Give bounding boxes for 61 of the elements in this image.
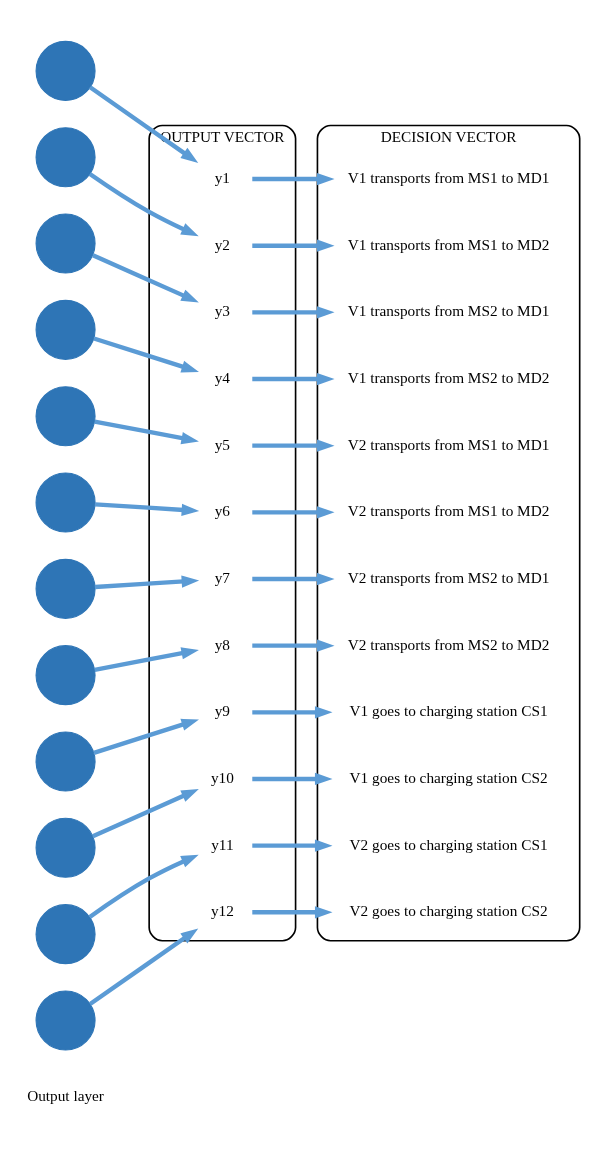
arrow [252, 506, 335, 519]
node-text: y10 [210, 769, 234, 787]
node-text: V1 transports from MS1 to MD2 [347, 235, 550, 253]
arrow [88, 928, 199, 1006]
node-circle [35, 386, 96, 447]
node-circle [35, 990, 96, 1051]
node-text: y2 [214, 235, 231, 253]
node-text: V2 transports from MS1 to MD1 [347, 435, 550, 453]
arrow [252, 772, 333, 786]
node-text: V1 goes to charging station CS2 [349, 769, 548, 787]
arrow [94, 419, 199, 445]
arrow [92, 788, 199, 839]
node-text: V1 transports from MS2 to MD2 [347, 369, 550, 387]
arrow [94, 647, 199, 672]
node-circle [35, 213, 96, 274]
arrow [93, 336, 199, 373]
node-circle [35, 817, 96, 878]
arrow [252, 572, 335, 586]
arrow [252, 439, 335, 452]
arrow [94, 502, 200, 516]
arrow [88, 85, 199, 163]
node-text: y8 [214, 635, 231, 653]
node-circle [35, 472, 96, 533]
node-text: V2 transports from MS2 to MD2 [347, 635, 550, 653]
node-circle [35, 645, 96, 706]
node-text: V2 transports from MS2 to MD1 [347, 569, 550, 587]
node-text: y9 [214, 702, 231, 720]
arrow [94, 575, 200, 590]
arrow [252, 906, 333, 919]
node-text: y11 [211, 835, 234, 853]
node-circle [35, 299, 96, 360]
node-text: y4 [214, 369, 231, 387]
node-circle [35, 904, 96, 965]
node-circle [35, 127, 96, 188]
node-text: y7 [214, 569, 231, 587]
node-text: V1 transports from MS1 to MD1 [347, 169, 550, 187]
node-text: y3 [214, 302, 231, 320]
arrow [252, 706, 333, 719]
node-text: y6 [214, 502, 231, 520]
arrow [93, 718, 199, 755]
node-text: y12 [210, 902, 234, 920]
node-text: V1 goes to charging station CS1 [349, 702, 548, 720]
node-circle [35, 731, 96, 792]
node-text: V2 transports from MS1 to MD2 [347, 502, 550, 520]
arrow [252, 372, 335, 386]
arrow [252, 239, 335, 252]
arrow [252, 306, 335, 319]
node-text: V2 goes to charging station CS1 [349, 835, 548, 853]
arrow [252, 839, 333, 852]
arrow [92, 253, 199, 303]
node-circle [35, 40, 96, 101]
label: Output layer [27, 1087, 104, 1104]
node-text: y1 [214, 169, 231, 187]
arrow [252, 639, 335, 652]
arrow [252, 172, 335, 186]
node-circle [35, 558, 96, 619]
node-text: V1 transports from MS2 to MD1 [347, 302, 550, 320]
arrow [88, 854, 199, 919]
node-text: y5 [214, 435, 231, 453]
arrow [88, 172, 199, 237]
node-text: V2 goes to charging station CS2 [349, 902, 548, 920]
